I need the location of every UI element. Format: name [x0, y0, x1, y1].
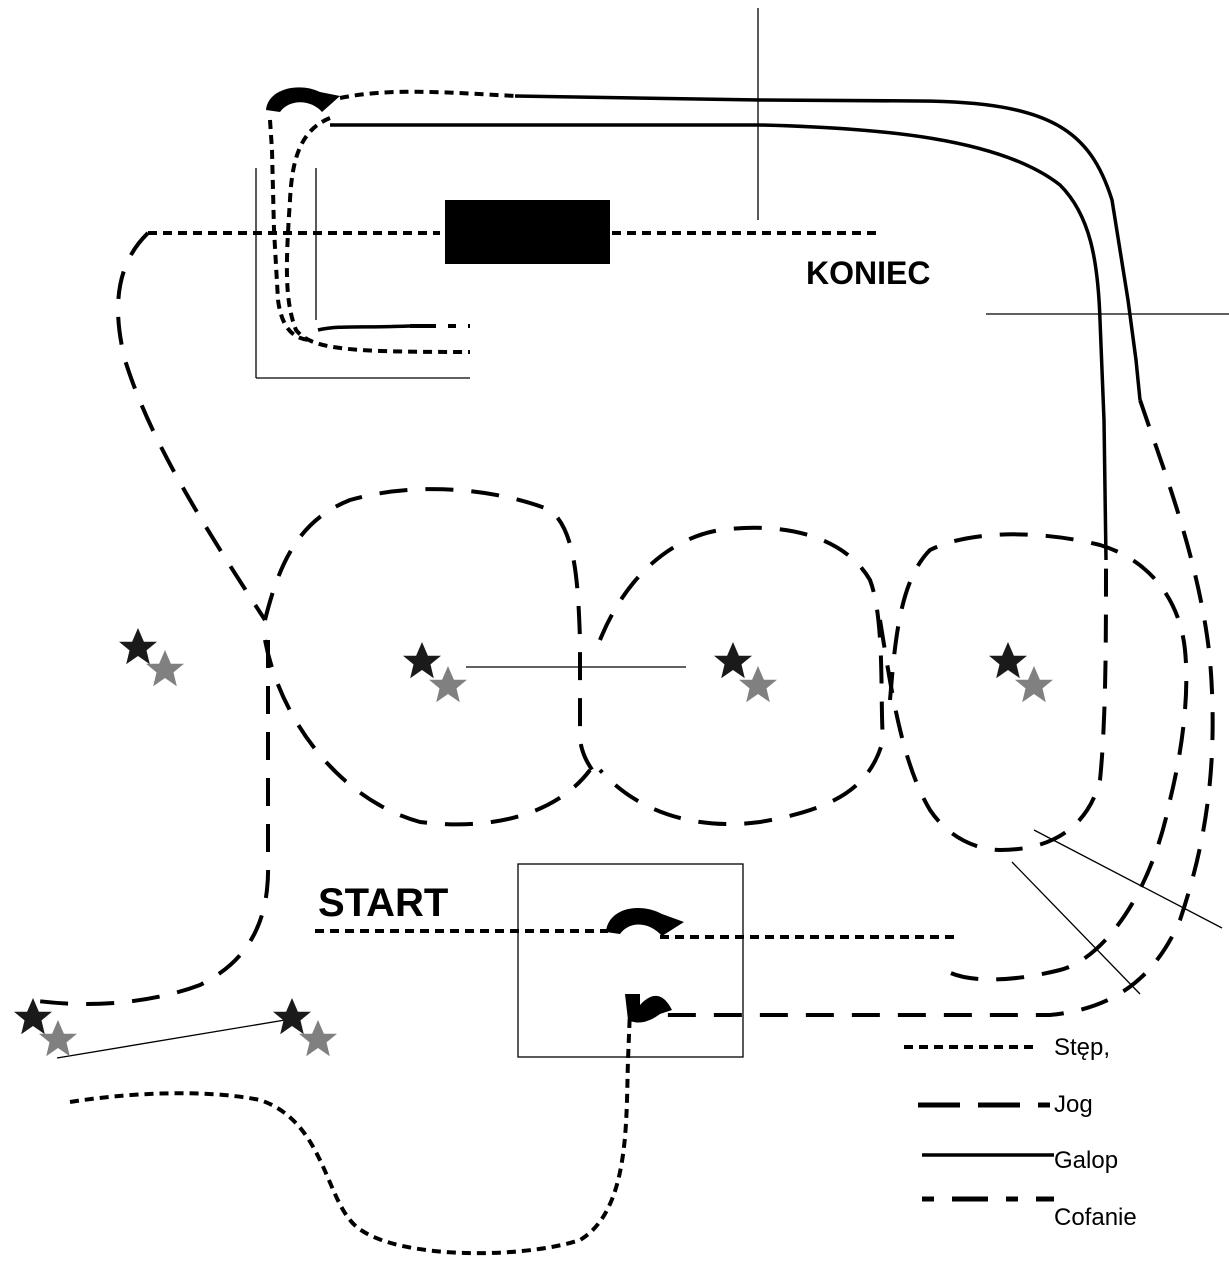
legend-jog-label: Jog: [1054, 1091, 1093, 1118]
star-marker-icon: [403, 642, 467, 703]
turn-arrow-icon: [266, 87, 340, 112]
obstacle-block: [445, 200, 610, 264]
jog-path: [29, 231, 1215, 1017]
turn-arrow-icon: [625, 994, 672, 1023]
star-marker-icon: [714, 642, 777, 703]
start-label: START: [318, 881, 448, 925]
step-path: [69, 89, 955, 1256]
galop-path: [317, 94, 1142, 561]
star-marker-icon: [273, 998, 337, 1057]
legend-cofanie-label: Cofanie: [1054, 1204, 1137, 1231]
star-marker-icon: [989, 642, 1053, 703]
guide-lines: [56, 8, 1229, 1059]
star-marker-icon: [14, 998, 77, 1057]
legend: Stęp, Jog Galop Cofanie: [904, 1034, 1137, 1231]
legend-step-label: Stęp,: [1054, 1034, 1110, 1061]
end-label: KONIEC: [806, 255, 930, 291]
star-marker-icon: [119, 628, 184, 687]
turn-arrow-icon: [606, 908, 684, 936]
legend-galop-label: Galop: [1054, 1147, 1118, 1174]
